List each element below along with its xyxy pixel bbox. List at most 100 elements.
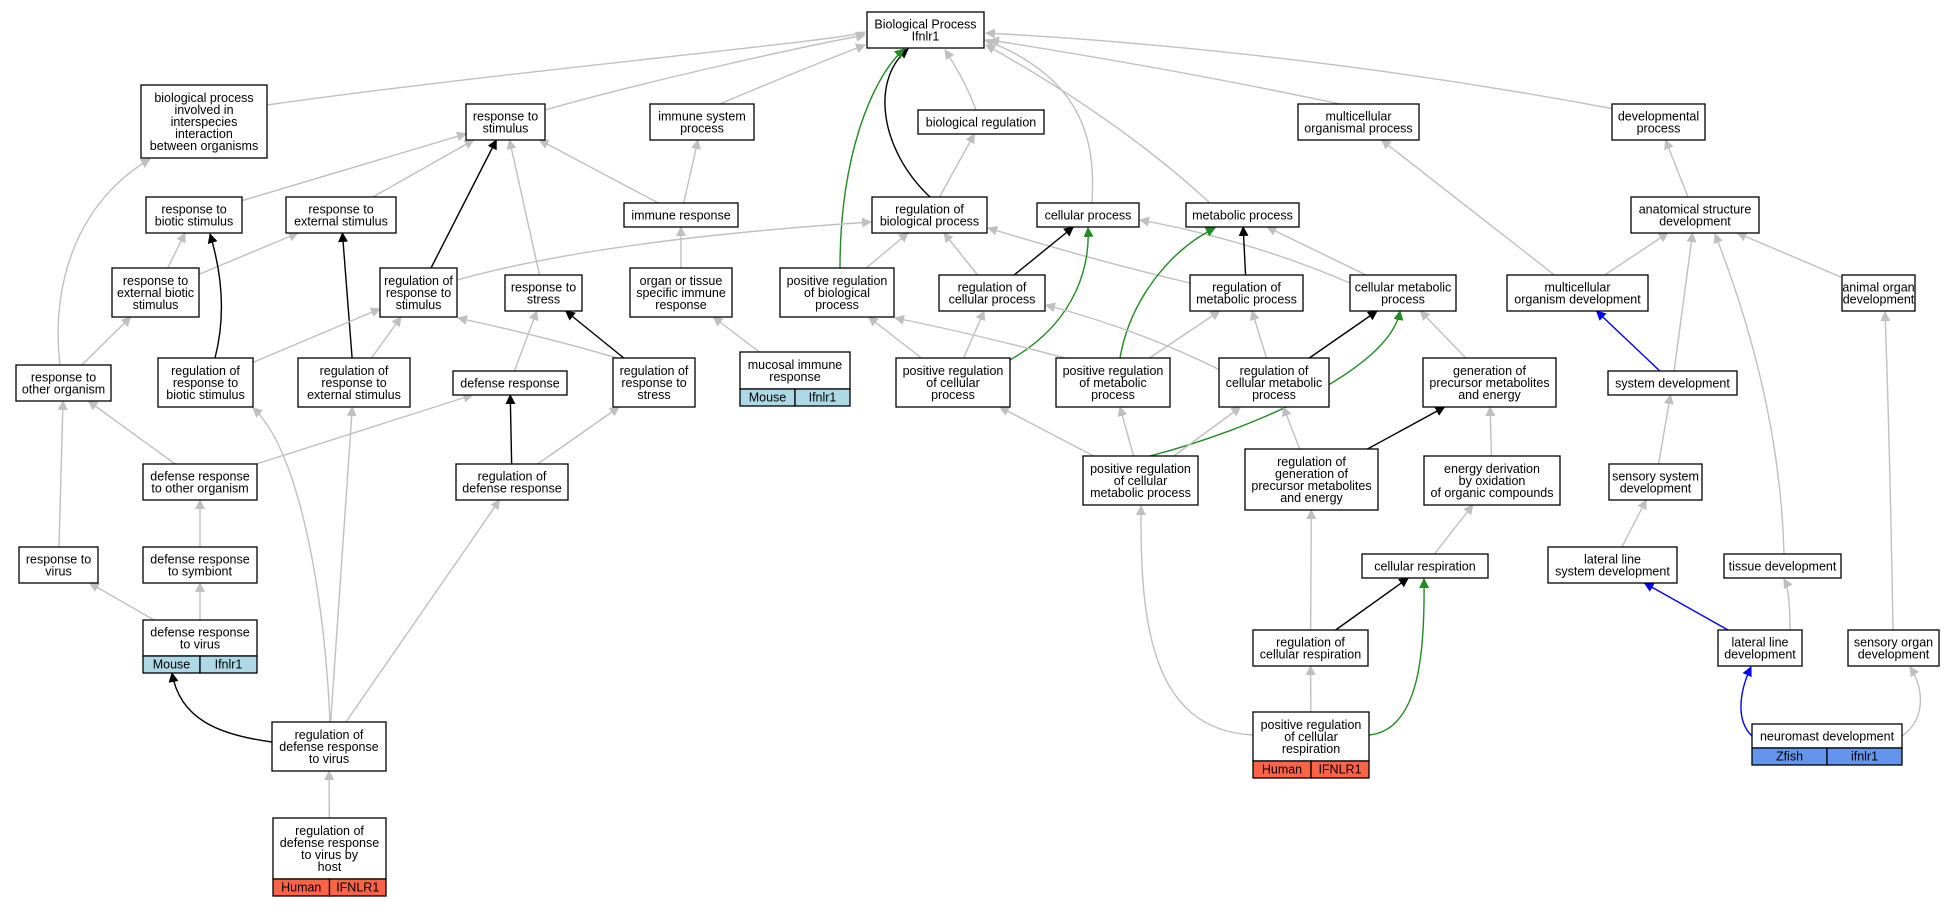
go-term-metproc[interactable]: metabolic process [1185, 202, 1300, 228]
term-label-line: of cellular [1284, 730, 1338, 744]
edge-line [987, 225, 1191, 284]
edge-line [1149, 310, 1221, 359]
term-label-line: regulation of [320, 364, 389, 378]
edge-line [1643, 582, 1729, 631]
term-label-line: development [1843, 293, 1915, 307]
edge-line [456, 217, 872, 281]
edge-line [963, 310, 986, 359]
edge-regbio-to-bp [884, 48, 931, 198]
term-box [612, 357, 696, 408]
edge-regrespext-to-regrespstim [370, 316, 402, 359]
edge-cellmet-to-metproc [1266, 226, 1367, 276]
go-term-tissuedev[interactable]: tissue development [1723, 553, 1842, 579]
gene-label: IFNLR1 [1318, 763, 1361, 777]
go-term-cellproc[interactable]: cellular process [1036, 202, 1140, 228]
term-label-line: cellular respiration [1374, 560, 1475, 574]
term-box [379, 267, 458, 318]
term-label-line: positive regulation [1090, 462, 1191, 476]
term-label-line: and energy [1280, 491, 1343, 505]
edge-line [88, 582, 155, 621]
edge-immresp-to-immsys [683, 139, 701, 204]
term-label-line: immune system [658, 110, 746, 124]
edge-reggenprec-to-regcellmet [1282, 406, 1301, 450]
term-box [623, 202, 739, 228]
edge-line [985, 44, 1211, 204]
term-label-line: defense response [150, 470, 249, 484]
term-label-line: stimulus [396, 298, 442, 312]
edge-respstim-to-bp [544, 31, 866, 111]
edge-posregmet-to-metproc [1119, 227, 1216, 359]
edge-posregbio-to-bp [839, 48, 905, 269]
term-label-line: response to [161, 203, 226, 217]
term-box [917, 109, 1045, 135]
edge-line [1713, 233, 1785, 555]
term-label-line: response to [386, 286, 451, 300]
edge-resporg-to-respextbiotic [81, 316, 132, 366]
go-term-cellresp[interactable]: cellular respiration [1361, 553, 1489, 579]
go-term-sysdev[interactable]: system development [1607, 370, 1738, 396]
edge-line [505, 394, 516, 465]
term-box [111, 267, 200, 318]
term-label-line: tissue development [1729, 560, 1837, 574]
gene-cell [1826, 747, 1903, 766]
term-label-line: cellular respiration [1260, 648, 1361, 662]
term-label-line: lateral line [1732, 636, 1789, 650]
go-term-immresp[interactable]: immune response [623, 202, 739, 228]
edge-regbio-to-bioreg [938, 133, 975, 198]
term-label-line: neuromast development [1760, 730, 1895, 744]
gene-cell [199, 655, 258, 674]
go-term-defresp[interactable]: defense response [452, 370, 568, 396]
edge-immsys-to-bp [719, 43, 866, 105]
term-label-line: regulation of [620, 364, 689, 378]
go-term-bioreg[interactable]: biological regulation [917, 109, 1045, 135]
edge-line [1433, 504, 1474, 555]
